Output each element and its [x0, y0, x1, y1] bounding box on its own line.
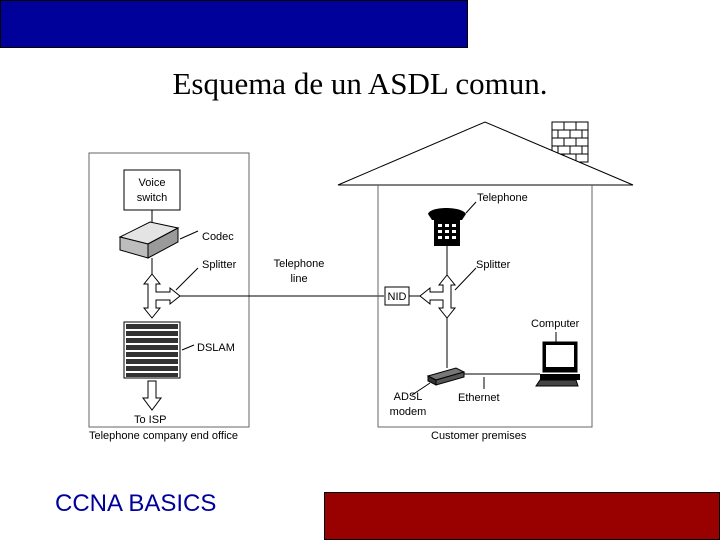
- telephone-pointer: [465, 201, 477, 214]
- nid-label: NID: [388, 291, 407, 303]
- house-roof: [337, 121, 634, 186]
- premises-splitter-label: Splitter: [476, 259, 511, 271]
- top-banner-bar: [0, 0, 468, 48]
- telephone-label: Telephone: [477, 192, 528, 204]
- slide-title: Esquema de un ASDL comun.: [172, 66, 548, 101]
- telephone-device: [428, 208, 466, 246]
- voice-switch-label-2: switch: [137, 192, 168, 204]
- modem-label-1: ADSL: [394, 391, 423, 403]
- voice-switch-label-1: Voice: [139, 177, 166, 189]
- bottom-banner-bar: [324, 492, 720, 540]
- dslam-pointer: [181, 344, 195, 351]
- premises-splitter: [419, 274, 457, 319]
- house-walls: [377, 185, 593, 428]
- computer-label: Computer: [531, 318, 580, 330]
- premises-splitter-pointer: [454, 267, 477, 291]
- end-office-caption: Telephone company end office: [89, 430, 238, 442]
- codec-device: [118, 221, 180, 259]
- adsl-modem-device: [426, 367, 466, 386]
- dslam-rack: [123, 321, 181, 379]
- codec-label: Codec: [202, 231, 234, 243]
- dslam-label: DSLAM: [197, 342, 235, 354]
- modem-pointer: [411, 382, 431, 396]
- office-splitter: [142, 273, 181, 319]
- modem-label-2: modem: [390, 406, 427, 418]
- footer-brand: CCNA BASICS: [55, 490, 217, 517]
- to-isp-label: To ISP: [134, 414, 166, 426]
- computer-device: [535, 341, 580, 387]
- ethernet-label: Ethernet: [458, 392, 500, 404]
- premises-caption: Customer premises: [431, 430, 527, 442]
- telephone-line-label-2: line: [290, 273, 307, 285]
- to-isp-arrow: [142, 380, 162, 411]
- codec-pointer: [179, 230, 199, 240]
- office-splitter-pointer: [175, 267, 199, 291]
- end-office-box: [88, 152, 250, 428]
- telephone-line-label-1: Telephone: [274, 258, 325, 270]
- voice-switch: [123, 169, 181, 211]
- office-splitter-label: Splitter: [202, 259, 237, 271]
